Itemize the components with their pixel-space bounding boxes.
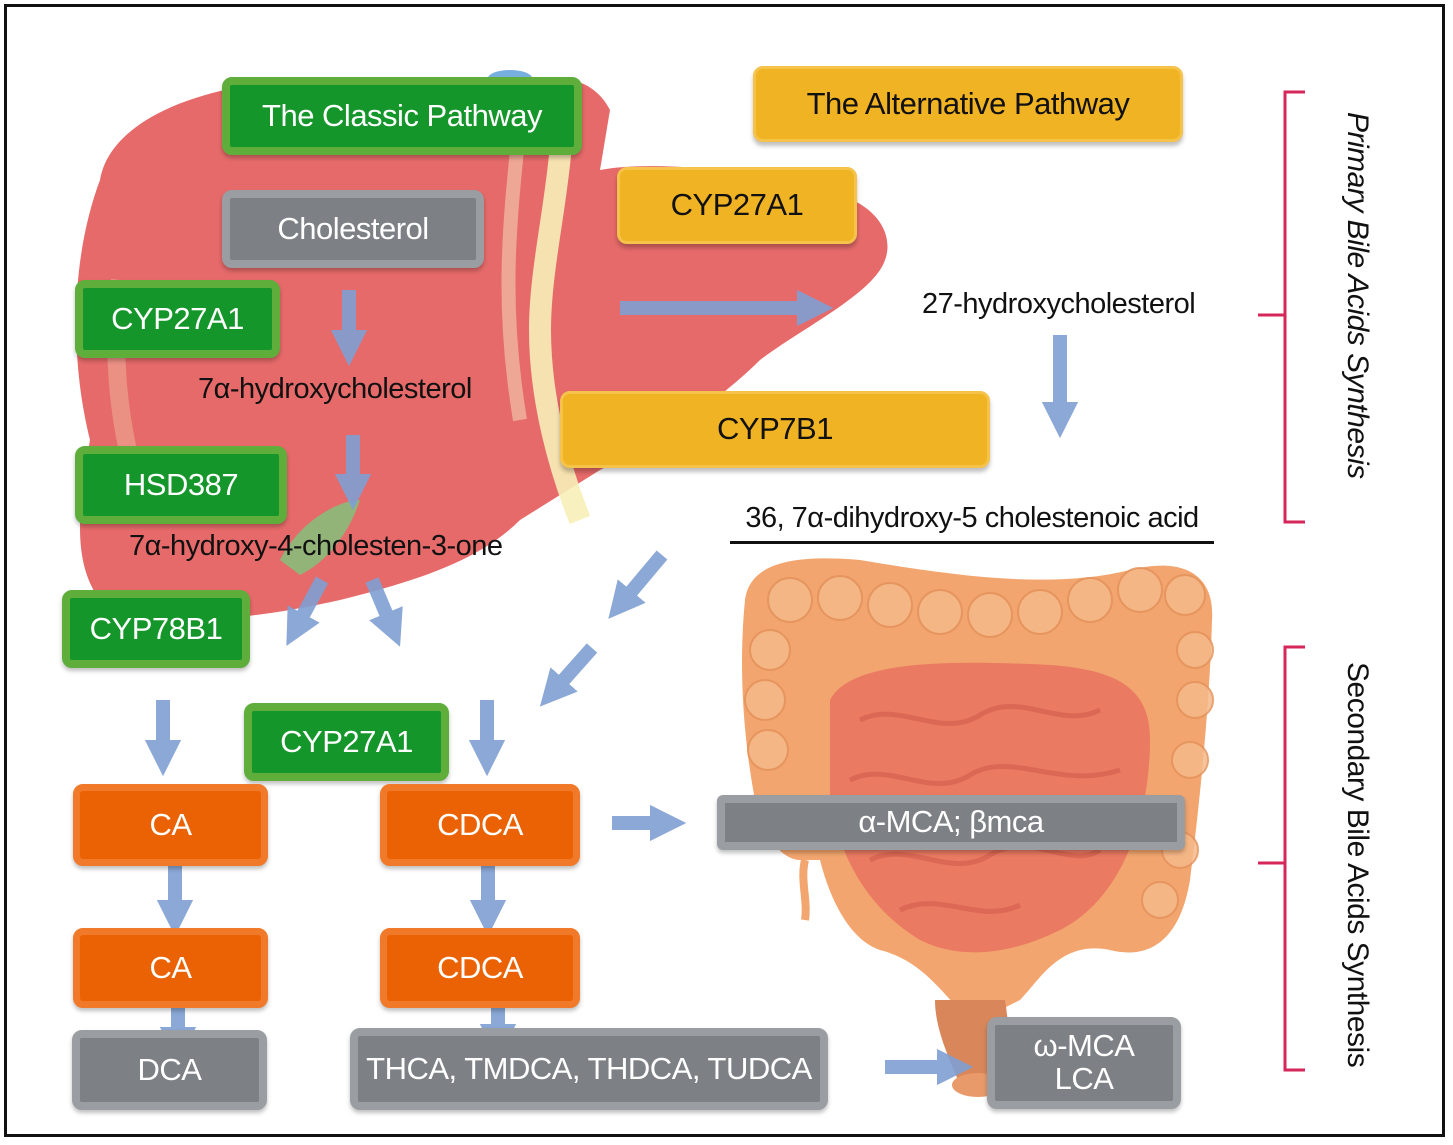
brackets	[1258, 90, 1305, 1072]
cdca-box: CDCA	[380, 784, 580, 866]
omega-mca-lca-box: ω-MCA LCA	[987, 1017, 1181, 1109]
enzyme-hsd387: HSD387	[75, 446, 287, 524]
ca-box: CA	[73, 784, 268, 866]
arrow-alt-diag1	[608, 550, 668, 619]
ca-conjugated-box: CA	[73, 928, 268, 1008]
bracket-primary	[1258, 90, 1305, 524]
dca-box: DCA	[72, 1030, 267, 1110]
intermediate-7a-hydroxy-4-cholesten-3-one: 7α-hydroxy-4-cholesten-3-one	[129, 530, 503, 562]
omega-mca-label: ω-MCA	[1033, 1028, 1135, 1064]
arrow-alt-diag2	[539, 643, 598, 707]
enzyme-cyp27a1-classic: CYP27A1	[75, 280, 280, 358]
intermediate-27-hydroxycholesterol: 27-hydroxycholesterol	[922, 288, 1196, 320]
cholesterol-box: Cholesterol	[222, 190, 484, 268]
enzyme-cyp7b1: CYP7B1	[560, 391, 990, 468]
secondary-bile-acids-label: Secondary Bile Acids Synthesis	[1341, 662, 1374, 1068]
bracket-secondary	[1258, 645, 1305, 1072]
tauro-acids-box: THCA, TMDCA, THDCA, TUDCA	[350, 1028, 828, 1110]
intermediate-7a-hydroxycholesterol: 7α-hydroxycholesterol	[198, 373, 472, 405]
arrow-to-ca	[286, 576, 329, 647]
intermediate-dihydroxy-cholestenoic-acid: 36, 7α-dihydroxy-5 cholestenoic acid	[730, 502, 1214, 544]
arrow-to-cdca	[365, 577, 403, 647]
cdca-conjugated-box: CDCA	[380, 928, 580, 1008]
lca-label: LCA	[1054, 1061, 1114, 1096]
alternative-pathway-title: The Alternative Pathway	[753, 66, 1183, 142]
classic-pathway-title: The Classic Pathway	[222, 77, 582, 155]
enzyme-cyp27a1-alternative: CYP27A1	[617, 167, 857, 244]
enzyme-cyp27a1-lower: CYP27A1	[244, 703, 449, 781]
primary-bile-acids-label: Primary Bile Acids Synthesis	[1341, 112, 1374, 479]
mca-box: α-MCA; βmca	[717, 795, 1185, 850]
enzyme-cyp78b1: CYP78B1	[62, 590, 250, 668]
